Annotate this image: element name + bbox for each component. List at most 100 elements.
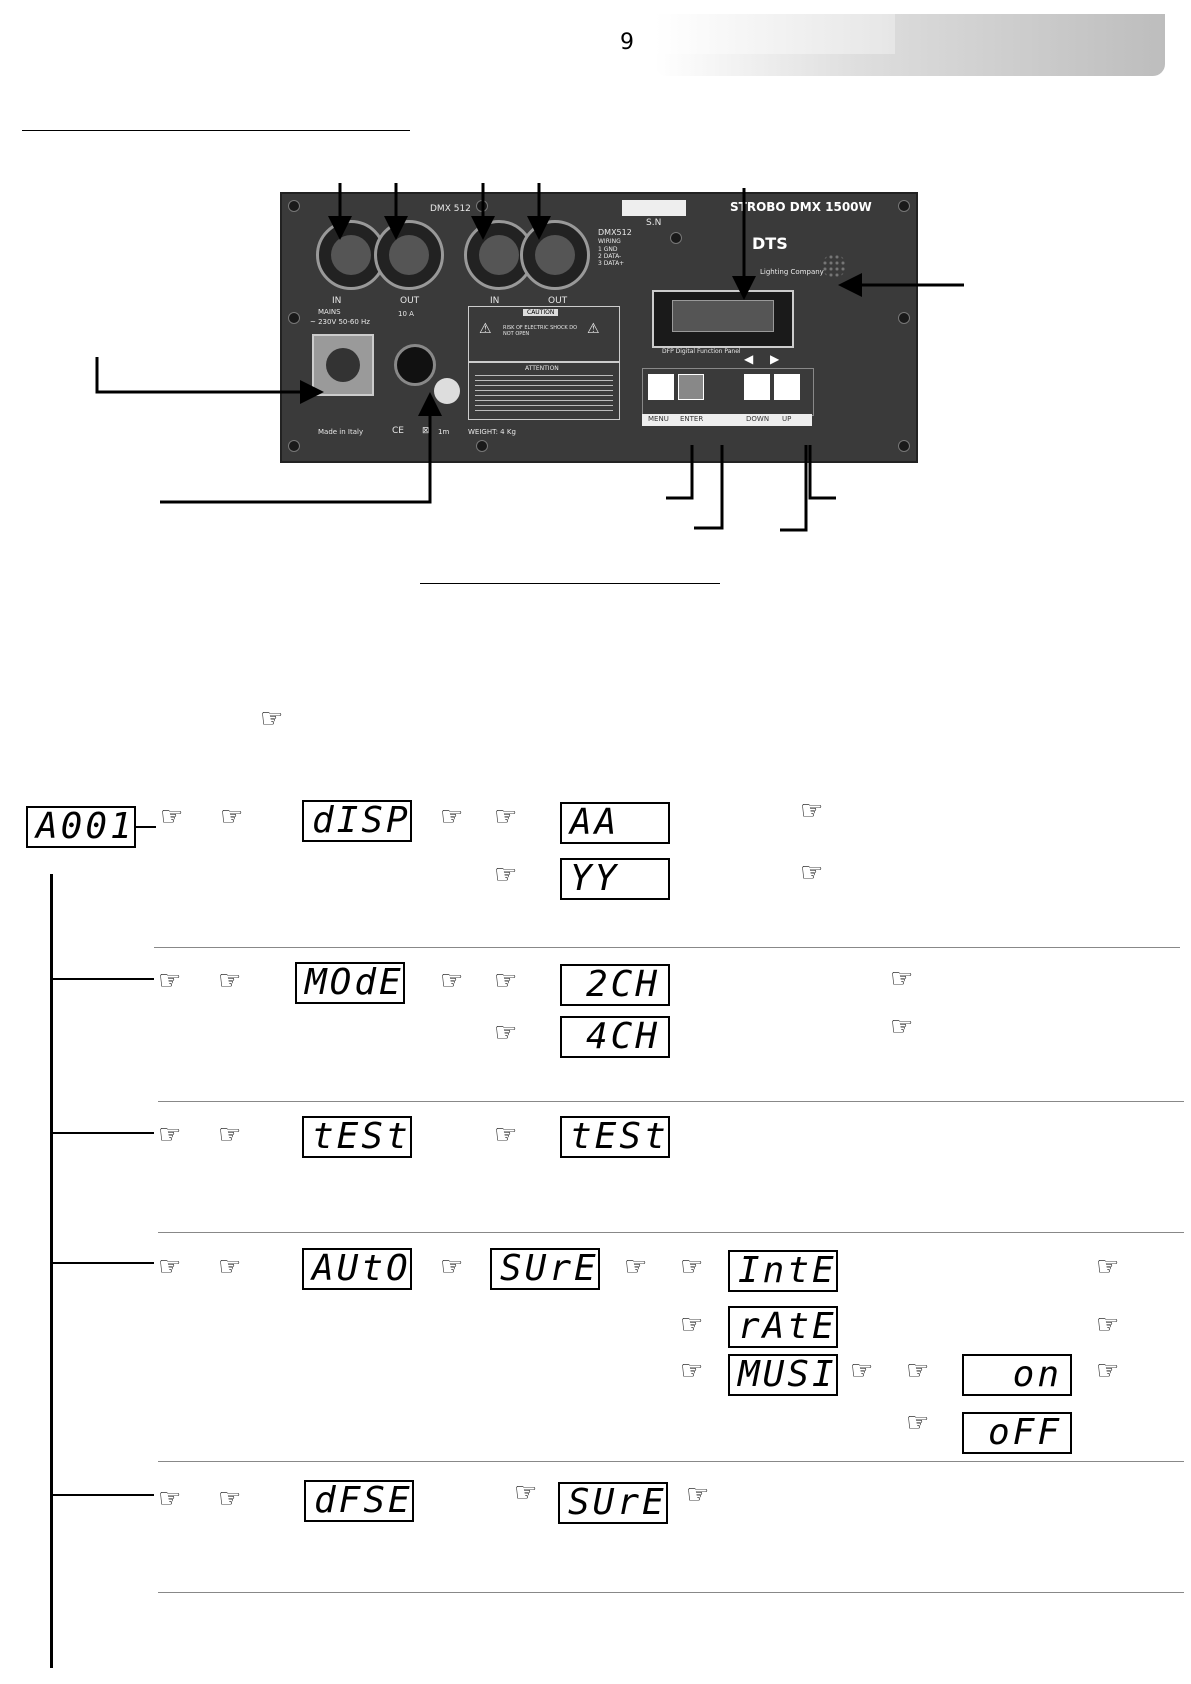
hand-pointer-icon: ☞ [906,1408,930,1438]
menu-label: MENU [648,415,669,423]
fuse-label: 10 A [398,310,414,318]
model-title: STROBO DMX 1500W [730,200,872,214]
hand-pointer-icon: ☞ [158,1484,182,1514]
dmx-wiring-2: 2 DATA- [598,253,622,260]
hand-pointer-icon: ☞ [218,1484,242,1514]
warning-triangle-icon: ⚠ [587,321,600,337]
hand-pointer-icon: ☞ [1096,1252,1120,1282]
menu-tree-trunk [50,874,53,1668]
dmx-wiring-sub: WIRING [598,238,621,245]
screw [898,312,910,324]
hand-pointer-icon: ☞ [158,966,182,996]
page-number: 9 [620,30,634,55]
hand-pointer-icon: ☞ [680,1252,704,1282]
in-label: IN [490,296,500,306]
out-label: OUT [400,296,420,306]
hand-pointer-icon: ☞ [218,966,242,996]
hand-pointer-icon: ☞ [440,1252,464,1282]
screw [670,232,682,244]
down-button[interactable] [744,374,770,400]
hand-pointer-icon: ☞ [260,704,284,734]
screw [898,200,910,212]
screw [288,440,300,452]
weee-bin-icon: ⊠ [422,426,430,436]
display-caption: DFP Digital Function Panel [662,348,741,355]
dmx-wiring-title: DMX512 [598,228,632,237]
callout-lines [95,183,964,532]
serial-label: S.N [646,218,662,228]
hand-pointer-icon: ☞ [1096,1310,1120,1340]
hand-pointer-icon: ☞ [514,1478,538,1508]
section-divider [158,1232,1184,1233]
lcd-off: oFF [962,1412,1072,1454]
hand-pointer-icon: ☞ [680,1310,704,1340]
hand-pointer-icon: ☞ [160,802,184,832]
hand-pointer-icon: ☞ [680,1356,704,1386]
serial-sticker [622,200,686,216]
lcd-2ch: 2CH [560,964,670,1006]
dmx-wiring-3: 3 DATA+ [598,260,625,267]
hand-pointer-icon: ☞ [890,1012,914,1042]
hand-pointer-icon: ☞ [218,1252,242,1282]
menu-button[interactable] [648,374,674,400]
arrow-right-icon: ▶ [770,352,780,366]
in-label: IN [332,296,342,306]
arrow-left-icon: ◀ [744,352,754,366]
dmx-in-connector-1 [316,220,386,290]
dfp-display [652,290,794,348]
lcd-mode: MOdE [295,962,405,1004]
enter-button[interactable] [678,374,704,400]
hand-pointer-icon: ☞ [494,1120,518,1150]
hand-pointer-icon: ☞ [800,858,824,888]
brand-logo: DTS [752,234,788,253]
lcd-disp: dISP [302,800,412,842]
lcd-auto: AUtO [302,1248,412,1290]
section-divider [158,1592,1184,1593]
hand-pointer-icon: ☞ [440,802,464,832]
hand-pointer-icon: ☞ [494,1018,518,1048]
attention-label: ATTENTION [468,362,620,420]
hand-pointer-icon: ☞ [624,1252,648,1282]
hand-pointer-icon: ☞ [440,966,464,996]
mains-spec: ~ 230V 50-60 Hz [310,318,370,326]
weight-label: WEIGHT: 4 Kg [468,428,516,436]
lcd-musi: MUSI [728,1354,838,1396]
lcd-aa: AA [560,802,670,844]
lcd-4ch: 4CH [560,1016,670,1058]
lcd-test: tESt [302,1116,412,1158]
lcd-inte: IntE [728,1250,838,1292]
screw [476,440,488,452]
lcd-sure: SUrE [490,1248,600,1290]
lcd-start: A001 [26,806,136,848]
up-button[interactable] [774,374,800,400]
caption-rule [420,583,720,584]
hand-pointer-icon: ☞ [494,860,518,890]
header-tab-highlight [655,14,895,54]
lcd-yy: YY [560,858,670,900]
hand-pointer-icon: ☞ [158,1120,182,1150]
button-legend-strip [642,414,812,426]
hand-pointer-icon: ☞ [906,1356,930,1386]
distance-label: 1m [438,428,450,436]
dmx-out-connector-2 [520,220,590,290]
menu-tree-branch [50,1262,154,1264]
out-label: OUT [548,296,568,306]
screw [898,440,910,452]
lcd-dfse: dFSE [304,1480,414,1522]
warning-triangle-icon: ⚠ [479,321,492,337]
hand-pointer-icon: ☞ [494,802,518,832]
hand-pointer-icon: ☞ [494,966,518,996]
hand-pointer-icon: ☞ [890,964,914,994]
down-label: DOWN [746,415,770,423]
hand-pointer-icon: ☞ [850,1356,874,1386]
section-rule-top [22,130,410,131]
lcd-sure-factory: SUrE [558,1482,668,1524]
menu-tree-branch [50,1494,154,1496]
hand-pointer-icon: ☞ [1096,1356,1120,1386]
menu-tree-branch [50,1132,154,1134]
hand-pointer-icon: ☞ [686,1480,710,1510]
screw [288,200,300,212]
fuse-holder [394,344,436,386]
lcd-rate: rAtE [728,1306,838,1348]
caution-label: CAUTION ⚠ ⚠ RISK OF ELECTRIC SHOCK DO NO… [468,306,620,362]
